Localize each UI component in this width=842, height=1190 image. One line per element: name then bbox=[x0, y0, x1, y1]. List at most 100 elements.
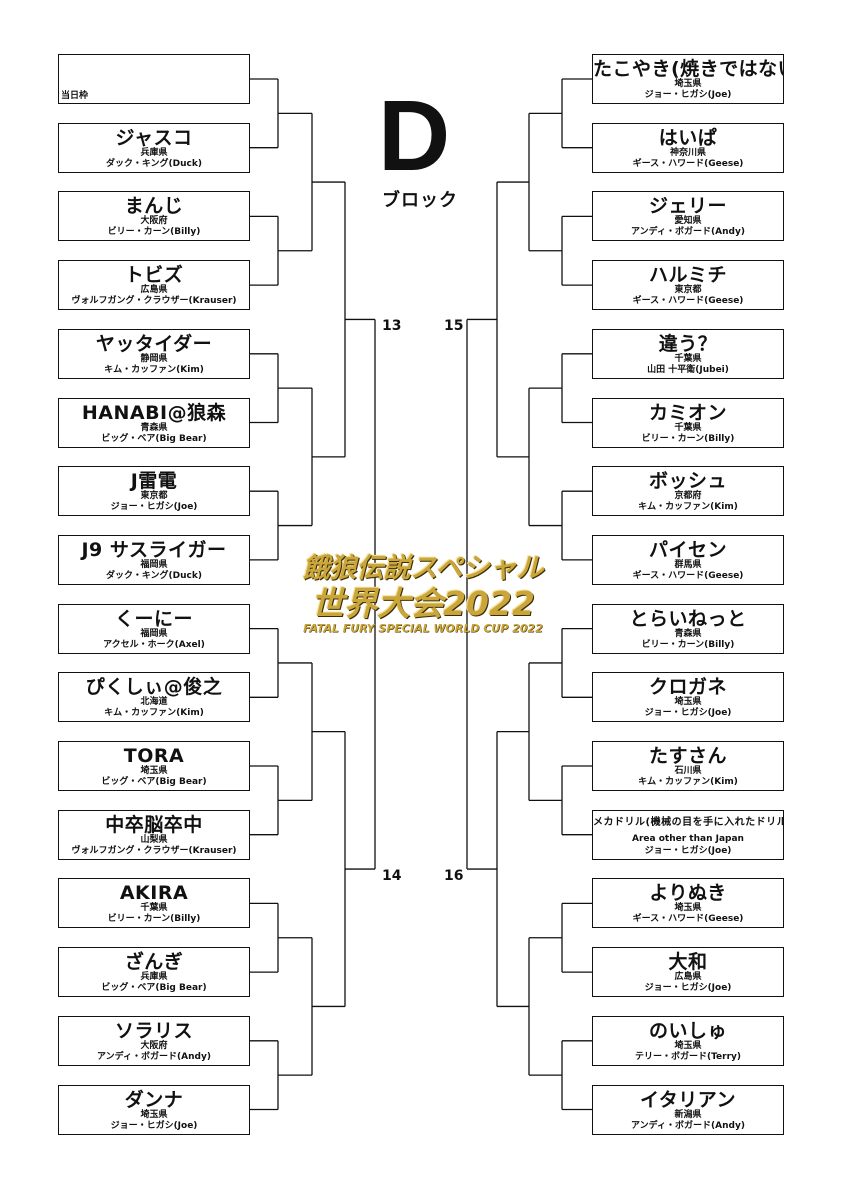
entry-player-name: イタリアン bbox=[640, 1088, 736, 1111]
entry-left-5: ヤッタイダー静岡県キム・カッファン(Kim) bbox=[58, 328, 250, 379]
entry-prefecture: 兵庫県 bbox=[140, 972, 168, 983]
entry-player-name: J9 サスライガー bbox=[81, 538, 227, 561]
entry-character: アンディ・ボガード(Andy) bbox=[97, 1051, 211, 1062]
entry-prefecture: 東京都 bbox=[140, 491, 168, 502]
logo-english: FATAL FURY SPECIAL WORLD CUP 2022 bbox=[303, 622, 543, 635]
entry-character: ダック・キング(Duck) bbox=[106, 570, 202, 581]
entry-character: ギース・ハワード(Geese) bbox=[632, 570, 744, 581]
tournament-logo: 餓狼伝説スペシャル 世界大会2022 FATAL FURY SPECIAL WO… bbox=[296, 552, 550, 636]
entry-prefecture: 石川県 bbox=[674, 766, 702, 776]
entry-player-name: まんじ bbox=[124, 195, 184, 218]
entry-character: ギース・ハワード(Geese) bbox=[632, 296, 744, 307]
entry-prefecture: 群馬県 bbox=[674, 559, 702, 570]
entry-right-8: パイセン群馬県ギース・ハワード(Geese) bbox=[592, 534, 784, 585]
entry-prefecture: 兵庫県 bbox=[140, 147, 168, 158]
entry-prefecture: 広島県 bbox=[674, 972, 702, 983]
entry-prefecture: 福岡県 bbox=[140, 628, 168, 639]
entry-left-4: トビズ広島県ヴォルフガング・クラウザー(Krauser) bbox=[58, 260, 250, 311]
logo-title: 餓狼伝説スペシャル bbox=[302, 553, 544, 584]
entry-right-3: ジェリー愛知県アンディ・ボガード(Andy) bbox=[592, 191, 784, 242]
entry-right-2: はいぱ神奈川県ギース・ハワード(Geese) bbox=[592, 122, 784, 173]
entry-character: ジョー・ヒガシ(Joe) bbox=[644, 845, 732, 856]
entry-character: ビリー・カーン(Billy) bbox=[641, 639, 735, 650]
logo-subtitle: 世界大会2022 bbox=[311, 584, 535, 623]
entry-prefecture: Area other than Japan bbox=[632, 833, 744, 844]
entry-prefecture: 福岡県 bbox=[140, 559, 168, 570]
entry-character: キム・カッファン(Kim) bbox=[104, 364, 204, 375]
entry-player-name: 中卒脳卒中 bbox=[105, 813, 203, 836]
entry-character: ジョー・ヒガシ(Joe) bbox=[110, 502, 198, 513]
entry-character: ジョー・ヒガシ(Joe) bbox=[110, 1120, 198, 1131]
entry-player-name: ダンナ bbox=[124, 1088, 184, 1111]
entry-prefecture: 青森県 bbox=[674, 628, 702, 639]
entry-character: 山田 十平衛(Jubei) bbox=[647, 364, 729, 375]
entry-right-15: のいしゅ埼玉県テリー・ボガード(Terry) bbox=[592, 1015, 784, 1066]
block-letter: D bbox=[378, 80, 451, 192]
match-number-16: 16 bbox=[444, 868, 464, 884]
entry-right-5: 違う？千葉県山田 十平衛(Jubei) bbox=[592, 328, 784, 379]
entry-character: ギース・ハワード(Geese) bbox=[632, 914, 744, 925]
block-label: ブロック bbox=[382, 190, 458, 211]
entry-player-name: 違う？ bbox=[658, 332, 718, 355]
entry-character: ギース・ハワード(Geese) bbox=[632, 158, 744, 169]
entry-player-name: トビズ bbox=[124, 264, 184, 287]
entry-right-13: よりぬき埼玉県ギース・ハワード(Geese) bbox=[592, 878, 784, 929]
entry-left-1: 当日枠 bbox=[58, 54, 250, 104]
entry-character: ビリー・カーン(Billy) bbox=[107, 227, 201, 238]
entry-left-3: まんじ大阪府ビリー・カーン(Billy) bbox=[58, 191, 250, 242]
entry-prefecture: 埼玉県 bbox=[674, 1040, 702, 1051]
entry-right-6: カミオン千葉県ビリー・カーン(Billy) bbox=[592, 397, 784, 448]
entry-character: ダック・キング(Duck) bbox=[106, 158, 202, 169]
match-number-14: 14 bbox=[382, 868, 402, 884]
entry-character: テリー・ボガード(Terry) bbox=[634, 1051, 742, 1062]
entry-player-name: ざんぎ bbox=[124, 951, 184, 974]
entry-left-7: J雷電東京都ジョー・ヒガシ(Joe) bbox=[58, 466, 250, 517]
entry-prefecture: 埼玉県 bbox=[674, 697, 702, 708]
entry-player-name: ジェリー bbox=[648, 195, 727, 218]
entry-right-4: ハルミチ東京都ギース・ハワード(Geese) bbox=[592, 260, 784, 311]
entry-tag: 当日枠 bbox=[61, 91, 89, 101]
entry-player-name: くーにー bbox=[114, 607, 193, 630]
entry-player-name: メカドリル(機械の目を手に入れたドリル) bbox=[593, 816, 784, 828]
entry-character: ビリー・カーン(Billy) bbox=[107, 914, 201, 925]
entry-character: アクセル・ホーク(Axel) bbox=[103, 639, 205, 650]
entry-prefecture: 埼玉県 bbox=[140, 1109, 168, 1120]
entry-character: アンディ・ボガード(Andy) bbox=[631, 1120, 745, 1131]
entry-left-6: HANABI@狼森青森県ビッグ・ベア(Big Bear) bbox=[58, 397, 250, 448]
entry-character: ヴォルフガング・クラウザー(Krauser) bbox=[71, 296, 237, 307]
entry-right-12: メカドリル(機械の目を手に入れたドリル) Area other than Japa… bbox=[592, 809, 784, 860]
entry-character: キム・カッファン(Kim) bbox=[104, 708, 204, 719]
entry-player-name: のいしゅ bbox=[648, 1019, 727, 1042]
entry-character: ジョー・ヒガシ(Joe) bbox=[644, 90, 732, 100]
entry-right-10: クロガネ埼玉県ジョー・ヒガシ(Joe) bbox=[592, 672, 784, 723]
entry-left-2: ジャスコ兵庫県ダック・キング(Duck) bbox=[58, 122, 250, 173]
entry-left-12: 中卒脳卒中山梨県ヴォルフガング・クラウザー(Krauser) bbox=[58, 809, 250, 860]
entry-player-name: J雷電 bbox=[130, 470, 178, 493]
entry-prefecture: 北海道 bbox=[140, 697, 168, 708]
entry-character: ヴォルフガング・クラウザー(Krauser) bbox=[71, 845, 237, 856]
entry-prefecture: 千葉県 bbox=[674, 353, 702, 364]
entry-prefecture: 愛知県 bbox=[674, 216, 702, 227]
entry-prefecture: 大阪府 bbox=[140, 216, 168, 227]
entry-character: ビッグ・ベア(Big Bear) bbox=[101, 983, 207, 994]
entry-left-8: J9 サスライガー福岡県ダック・キング(Duck) bbox=[58, 534, 250, 585]
entry-right-16: イタリアン新潟県アンディ・ボガード(Andy) bbox=[592, 1084, 784, 1135]
entry-player-name: TORA bbox=[123, 745, 185, 767]
entry-player-name: HANABI@狼森 bbox=[81, 401, 227, 424]
entry-left-10: ぴくしぃ@俊之北海道キム・カッファン(Kim) bbox=[58, 672, 250, 723]
entry-left-14: ざんぎ兵庫県ビッグ・ベア(Big Bear) bbox=[58, 947, 250, 998]
entry-player-name: たすさん bbox=[648, 745, 727, 767]
entry-prefecture: 東京都 bbox=[674, 285, 702, 296]
entry-left-15: ソラリス大阪府アンディ・ボガード(Andy) bbox=[58, 1015, 250, 1066]
entry-player-name: よりぬき bbox=[649, 882, 727, 905]
entry-player-name: たこやき(焼きではない) bbox=[593, 58, 783, 80]
entry-left-16: ダンナ埼玉県ジョー・ヒガシ(Joe) bbox=[58, 1084, 250, 1135]
entry-player-name: カミオン bbox=[648, 401, 727, 424]
entry-player-name: ボッシュ bbox=[648, 470, 727, 493]
entry-prefecture: 埼玉県 bbox=[674, 903, 702, 914]
entry-prefecture: 青森県 bbox=[140, 422, 168, 433]
